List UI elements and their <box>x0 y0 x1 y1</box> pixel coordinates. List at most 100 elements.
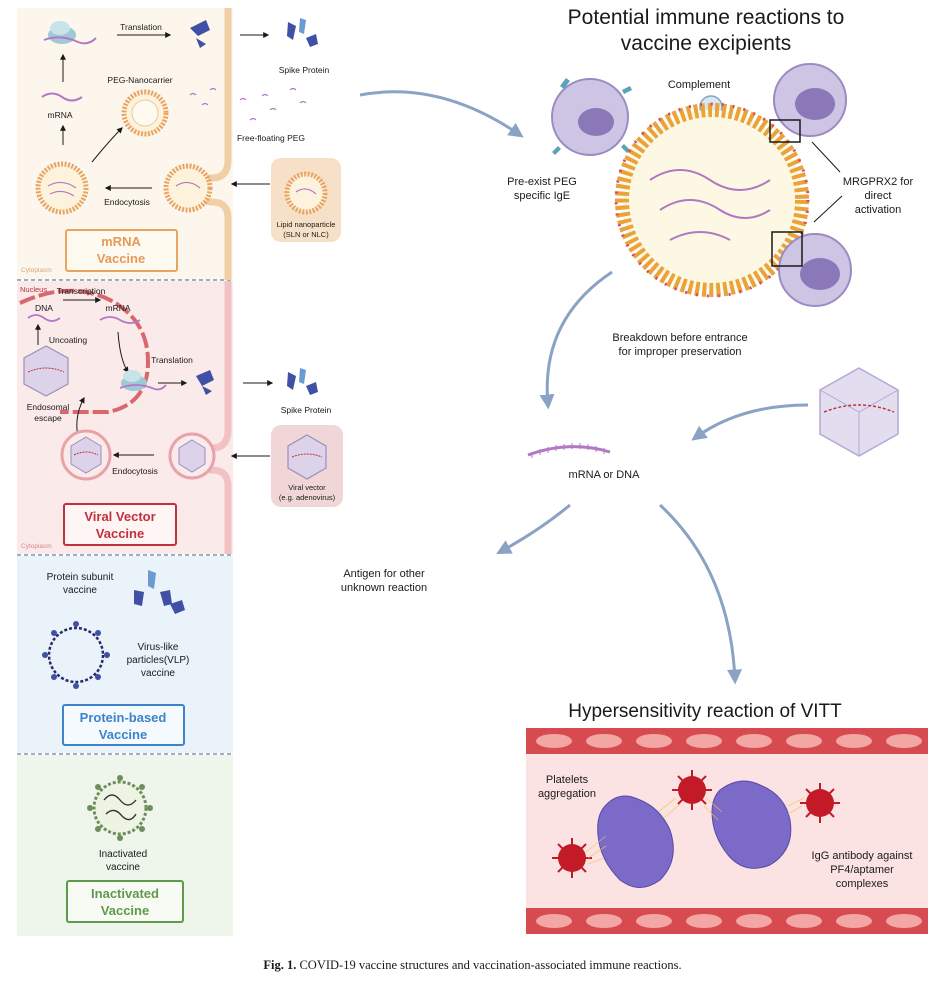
flow-arrow <box>691 403 809 441</box>
platelets-label: Platelets <box>546 774 589 786</box>
mrna-label: mRNA <box>105 303 130 313</box>
spike-protein-icon <box>287 368 318 395</box>
peg-ige-label-line2: specific IgE <box>514 190 570 202</box>
mrgprx2-box <box>769 119 801 143</box>
free-floating-peg-label: Free-floating PEG <box>237 133 305 143</box>
uncoating-label: Uncoating <box>49 335 88 345</box>
mrna-strand-icon <box>41 92 83 102</box>
viral-vector-entering-icon <box>168 432 216 480</box>
peg-ige-label: Pre-exist PEG <box>507 176 577 188</box>
mrna-label: mRNA <box>47 110 72 120</box>
immune-title-line2: vaccine excipients <box>621 32 791 55</box>
viral-vector-label-box <box>63 503 177 546</box>
inactivated-label-box <box>66 880 184 923</box>
viral-vector-title-line2: Vaccine <box>96 526 144 541</box>
flow-arrow <box>496 503 571 555</box>
igg-label: IgG antibody against <box>812 850 913 862</box>
breakdown-label: Breakdown before entrance <box>612 332 747 344</box>
spike-protein-icon <box>190 20 210 48</box>
inactivated-label-line2: vaccine <box>106 862 140 873</box>
vitt-title: Hypersensitivity reaction of VITT <box>568 701 842 722</box>
peg-nanocarrier-icon <box>121 89 169 137</box>
endosomal-escape-label-line2: escape <box>34 413 62 423</box>
mrgprx2-label-line3: activation <box>855 204 901 216</box>
spike-protein-icon <box>287 18 318 47</box>
inactivated-label: Inactivated <box>99 849 147 860</box>
lnp-label: Lipid nanoparticle <box>277 220 336 229</box>
spike-protein-label: Spike Protein <box>279 65 330 75</box>
lipid-nanoparticle-large-icon <box>614 102 810 298</box>
figure-number: Fig. 1. <box>263 958 297 972</box>
dna-icon <box>27 314 61 322</box>
figure-caption: Fig. 1. COVID-19 vaccine structures and … <box>0 958 945 973</box>
figure-caption-text: COVID-19 vaccine structures and vaccinat… <box>299 958 682 972</box>
mrna-strand-icon <box>99 316 141 324</box>
mrna-vaccine-label-box <box>65 229 178 272</box>
mrna-vaccine-title: mRNA <box>101 234 141 249</box>
mast-cell-icon <box>773 63 847 137</box>
mrna-or-dna-label: mRNA or DNA <box>569 469 641 481</box>
endocytosis-label: Endocytosis <box>112 466 158 476</box>
blood-vessel-illustration <box>526 728 928 934</box>
endocytosis-label: Endocytosis <box>104 197 150 207</box>
flow-arrow <box>658 503 743 685</box>
spike-protein-icon <box>196 370 214 395</box>
lnp-label-sub: (SLN or NLC) <box>283 230 329 239</box>
igg-label-line2: PF4/aptamer <box>830 864 894 876</box>
inactivated-virus-icon <box>87 775 153 841</box>
protein-vaccine-title-line2: Vaccine <box>99 727 147 742</box>
breakdown-label-line2: for improper preservation <box>619 346 742 358</box>
protein-subunit-label: Protein subunit <box>47 572 114 583</box>
translation-label: Translation <box>151 355 193 365</box>
mrna-strand-icon <box>527 445 611 457</box>
antigen-label: Antigen for other <box>343 568 425 580</box>
mrgprx2-label: MRGPRX2 for <box>843 176 914 188</box>
adenovirus-large-icon <box>819 367 899 457</box>
free-peg-icon <box>189 87 307 121</box>
protein-vaccine-title: Protein-based <box>80 710 167 725</box>
mast-cell-icon <box>778 233 852 307</box>
viral-vector-title: Viral Vector <box>84 509 155 524</box>
nucleus-label: Nucleus <box>20 285 47 294</box>
mrna-vaccine-title-line2: Vaccine <box>97 251 145 266</box>
endosome-icon <box>60 429 112 481</box>
lnp-endocytosed-icon <box>35 161 89 215</box>
translation-label: Translation <box>120 22 162 32</box>
inactivated-vaccine-title-line2: Vaccine <box>101 903 149 918</box>
transcription-label: Transcription <box>57 286 106 296</box>
complement-label: Complement <box>668 79 730 91</box>
immune-title: Potential immune reactions to <box>568 6 845 29</box>
viral-vector-label-sub: (e.g. adenovirus) <box>279 493 336 502</box>
platelets-label-line2: aggregation <box>538 788 596 800</box>
adenovirus-icon <box>287 434 327 480</box>
protein-label-box <box>62 704 185 746</box>
cytoplasm-label: Cytoplasm <box>21 543 52 550</box>
lipid-nanoparticle-icon <box>284 171 328 215</box>
vlp-label: Virus-like <box>138 642 179 653</box>
vlp-label-line2: particles(VLP) <box>127 655 190 666</box>
vlp-icon <box>42 621 110 689</box>
viral-vector-label: Viral vector <box>288 483 326 492</box>
ribosome-icon <box>43 21 97 45</box>
peg-nanocarrier-label: PEG-Nanocarrier <box>107 75 172 85</box>
cytoplasm-label: Cytoplasm <box>21 267 52 274</box>
protein-subunit-label-line2: vaccine <box>63 585 97 596</box>
nucleus-membrane <box>19 288 151 414</box>
dna-label: DNA <box>35 303 53 313</box>
flow-arrow <box>539 270 613 410</box>
mrgprx2-box <box>771 231 803 267</box>
endosomal-escape-label: Endosomal <box>27 402 70 412</box>
lnp-entering-icon <box>163 163 213 213</box>
inactivated-vaccine-title: Inactivated <box>91 886 159 901</box>
protein-subunit-icon <box>134 570 185 614</box>
ribosome-icon <box>119 370 167 391</box>
mast-cell-ige-icon <box>551 78 632 156</box>
antigen-label-line2: unknown reaction <box>341 582 427 594</box>
flow-arrow <box>359 90 524 138</box>
spike-protein-label: Spike Protein <box>281 405 332 415</box>
igg-label-line3: complexes <box>836 878 889 890</box>
mrgprx2-label-line2: direct <box>865 190 892 202</box>
vlp-label-line3: vaccine <box>141 668 175 679</box>
capsid-icon <box>23 345 69 397</box>
